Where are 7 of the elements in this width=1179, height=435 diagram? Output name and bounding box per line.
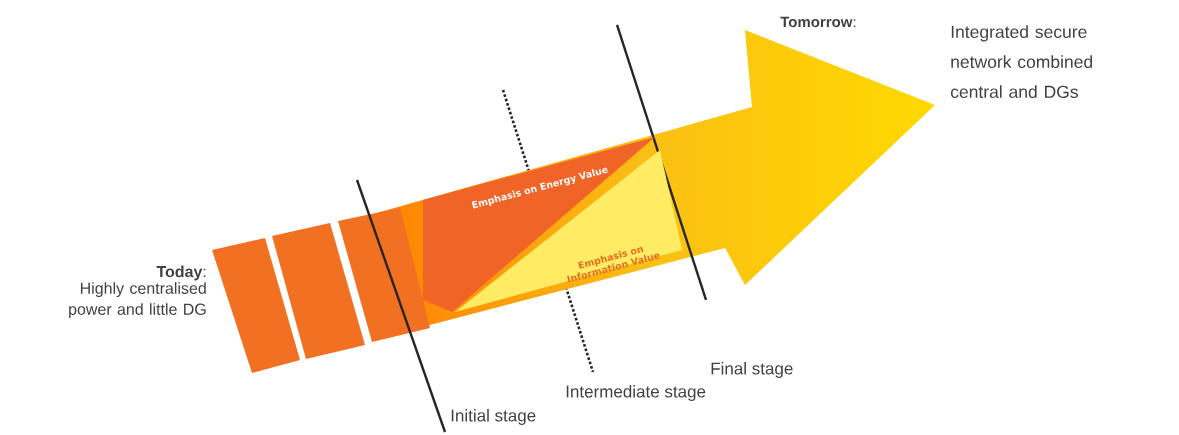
heading-text: Today: bbox=[156, 265, 206, 281]
description-text: Highly centralised power and little DG bbox=[69, 282, 206, 319]
stage-label: Initial stage bbox=[451, 409, 536, 425]
stage-label: Final stage bbox=[711, 362, 793, 378]
stage-label: Intermediate stage bbox=[566, 385, 706, 401]
heading-text: Tomorrow: bbox=[780, 16, 856, 28]
description-text: Integrated secure network combined central and DGs bbox=[950, 25, 1093, 99]
